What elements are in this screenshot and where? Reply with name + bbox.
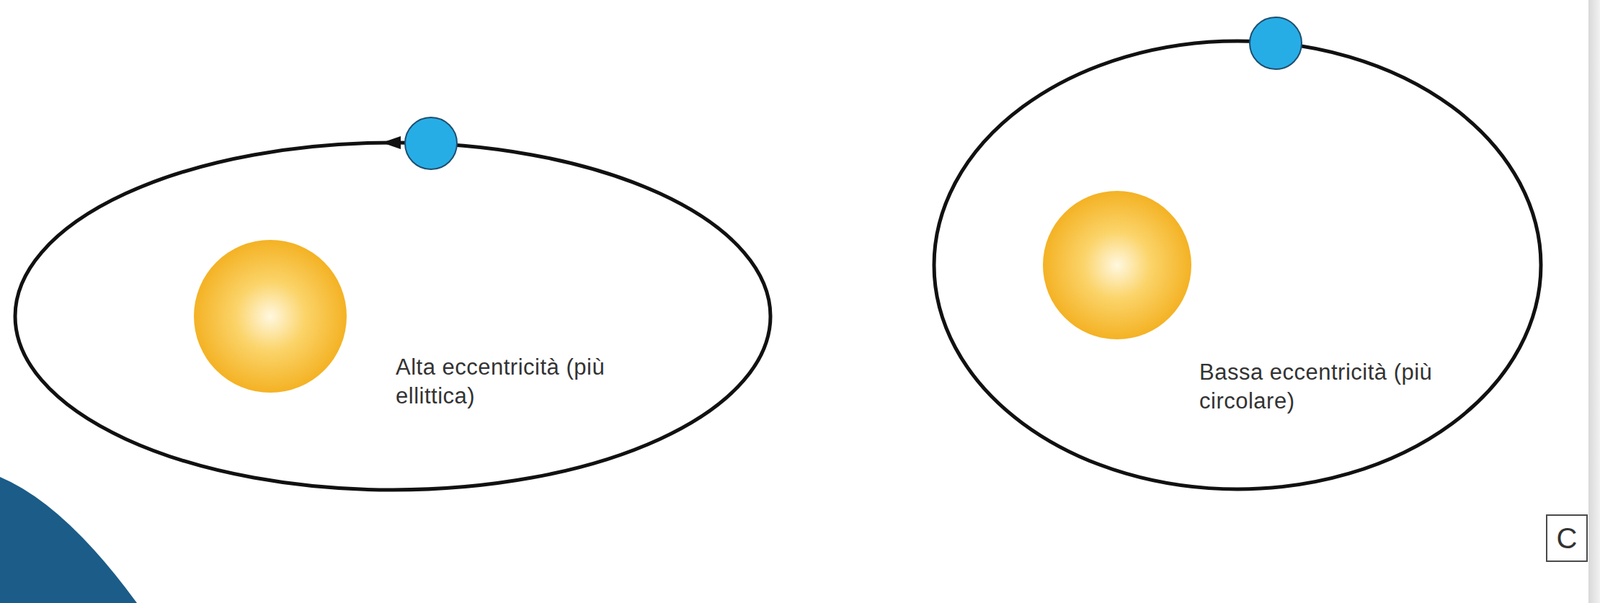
sun [1042, 190, 1192, 340]
orbit-caption: Alta eccentricità (più ellittica) [395, 353, 634, 411]
panel-letter: C [1556, 523, 1578, 553]
corner-band [0, 477, 137, 603]
planet [1249, 17, 1302, 70]
sun [193, 240, 347, 393]
planet [405, 117, 457, 170]
orbit-caption: Bassa eccentricità (più circolare) [1199, 358, 1438, 416]
orbit-ellipse [934, 41, 1541, 490]
panel-letter-box: C [1545, 514, 1588, 563]
orbit-arrow [381, 136, 401, 150]
orbit-ellipse [15, 142, 771, 491]
edge-strip [1588, 0, 1600, 603]
